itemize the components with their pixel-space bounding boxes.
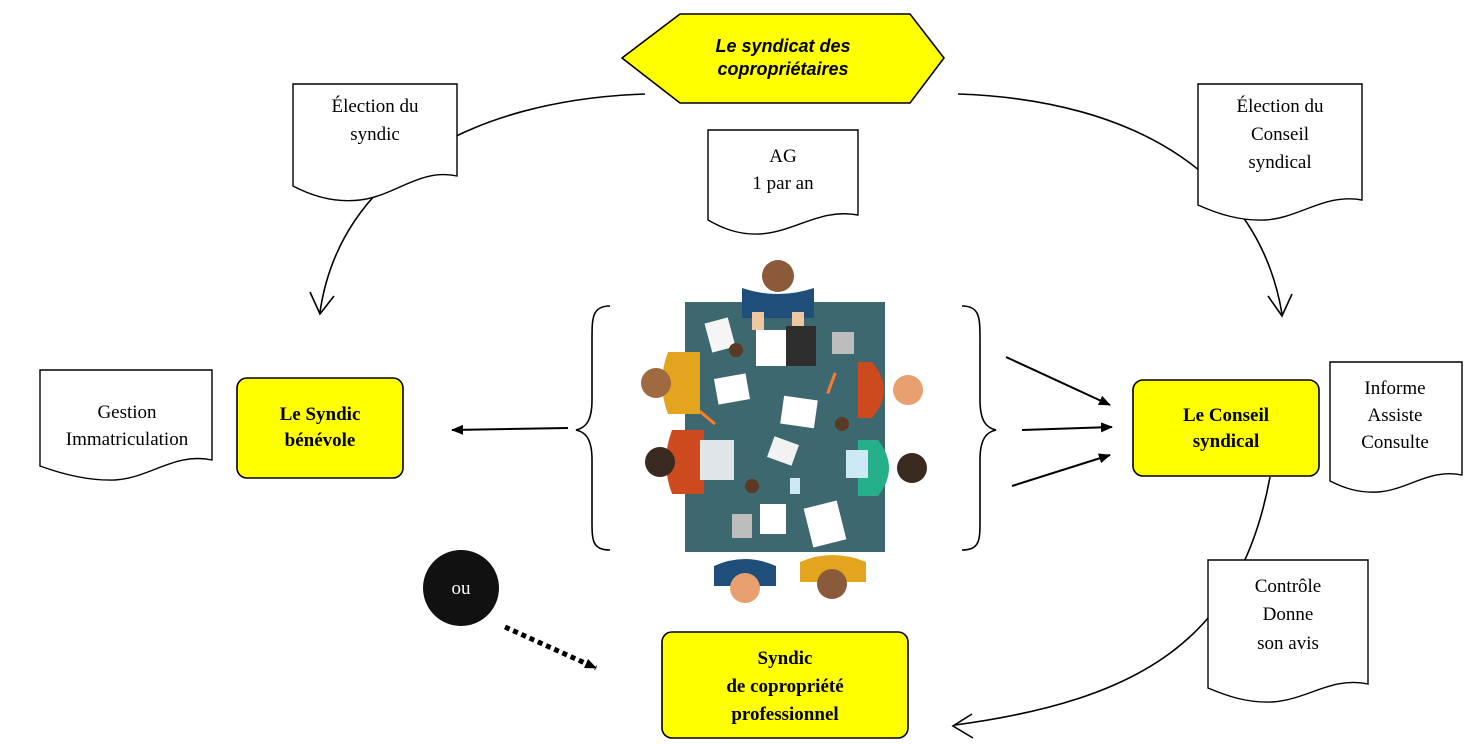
note-controle-line3: son avis <box>1257 633 1319 654</box>
pen <box>826 372 837 395</box>
ou-label: ou <box>452 578 472 599</box>
document <box>756 330 786 366</box>
person-right-upper <box>858 362 923 418</box>
tablet <box>846 450 868 478</box>
election-conseil-curve <box>957 93 1293 318</box>
note-informe-line1: Informe <box>1364 378 1425 399</box>
note-informe-line3: Consulte <box>1361 432 1429 453</box>
arrow-to-conseil-top <box>1005 356 1111 406</box>
syndic-pro-box: Syndic de copropriété professionnel <box>661 631 909 739</box>
person-left-upper <box>641 352 700 414</box>
coffee-cup <box>835 417 849 431</box>
note-ag: AG 1 par an <box>707 129 859 235</box>
document <box>704 317 736 353</box>
person-top <box>742 260 814 330</box>
dotted-arrow-to-syndic-pro <box>503 624 598 671</box>
laptop <box>786 326 816 366</box>
note-election-conseil-line2: Conseil <box>1251 124 1309 145</box>
calculator <box>832 332 854 354</box>
ou-circle: ou <box>423 550 499 626</box>
document <box>803 500 847 548</box>
note-ag-line2: 1 par an <box>752 173 814 194</box>
person-right-lower <box>858 440 927 496</box>
note-gestion: Gestion Immatriculation <box>39 369 213 481</box>
arrow-to-syndic-benevole <box>451 424 569 435</box>
controle-curve <box>951 476 1271 739</box>
conseil-syndical-box: Le Conseil syndical <box>1132 379 1320 477</box>
arrow-to-conseil-middle <box>1021 422 1113 433</box>
left-brace <box>575 305 611 551</box>
note-controle-line2: Donne <box>1263 604 1314 625</box>
syndicat-line1: Le syndicat des <box>715 36 850 56</box>
conseil-line1: Le Conseil <box>1183 405 1269 426</box>
document <box>780 395 818 429</box>
syndicat-node: Le syndicat des copropriétaires <box>620 13 946 104</box>
note-ag-line1: AG <box>769 146 797 167</box>
syndic-pro-line3: professionnel <box>731 704 838 725</box>
meeting-table-illustration <box>641 260 927 603</box>
arrow-to-conseil-bottom <box>1011 453 1111 487</box>
note-informe: Informe Assiste Consulte <box>1329 361 1463 493</box>
note-election-syndic: Élection du syndic <box>292 83 458 202</box>
laptop <box>700 440 734 480</box>
phone <box>790 478 800 494</box>
syndic-pro-line2: de copropriété <box>726 676 843 697</box>
conseil-line2: syndical <box>1193 431 1260 452</box>
calculator <box>732 514 752 538</box>
document <box>760 504 786 534</box>
person-left-lower <box>645 430 704 494</box>
note-controle: Contrôle Donne son avis <box>1207 559 1369 703</box>
syndic-benevole-line2: bénévole <box>285 430 356 451</box>
pen <box>698 410 716 426</box>
coffee-cup <box>745 479 759 493</box>
syndic-benevole-box: Le Syndic bénévole <box>236 377 404 479</box>
note-gestion-line2: Immatriculation <box>66 429 189 450</box>
syndic-pro-line1: Syndic <box>758 648 813 669</box>
syndic-benevole-line1: Le Syndic <box>280 404 361 425</box>
right-brace <box>961 305 997 551</box>
note-election-conseil-line3: syndical <box>1248 152 1311 173</box>
person-bottom-right <box>800 555 866 599</box>
document <box>713 373 751 405</box>
coffee-cup <box>729 343 743 357</box>
note-informe-line2: Assiste <box>1368 405 1423 426</box>
note-gestion-line1: Gestion <box>97 402 157 423</box>
note-election-conseil: Élection du Conseil syndical <box>1197 83 1363 221</box>
syndicat-line2: copropriétaires <box>717 59 848 79</box>
person-bottom <box>714 559 776 603</box>
note-election-syndic-line1: Élection du <box>331 95 419 117</box>
note-election-conseil-line1: Élection du <box>1236 95 1324 117</box>
note-election-syndic-line2: syndic <box>350 124 400 145</box>
document <box>767 436 799 466</box>
note-controle-line1: Contrôle <box>1255 576 1322 597</box>
